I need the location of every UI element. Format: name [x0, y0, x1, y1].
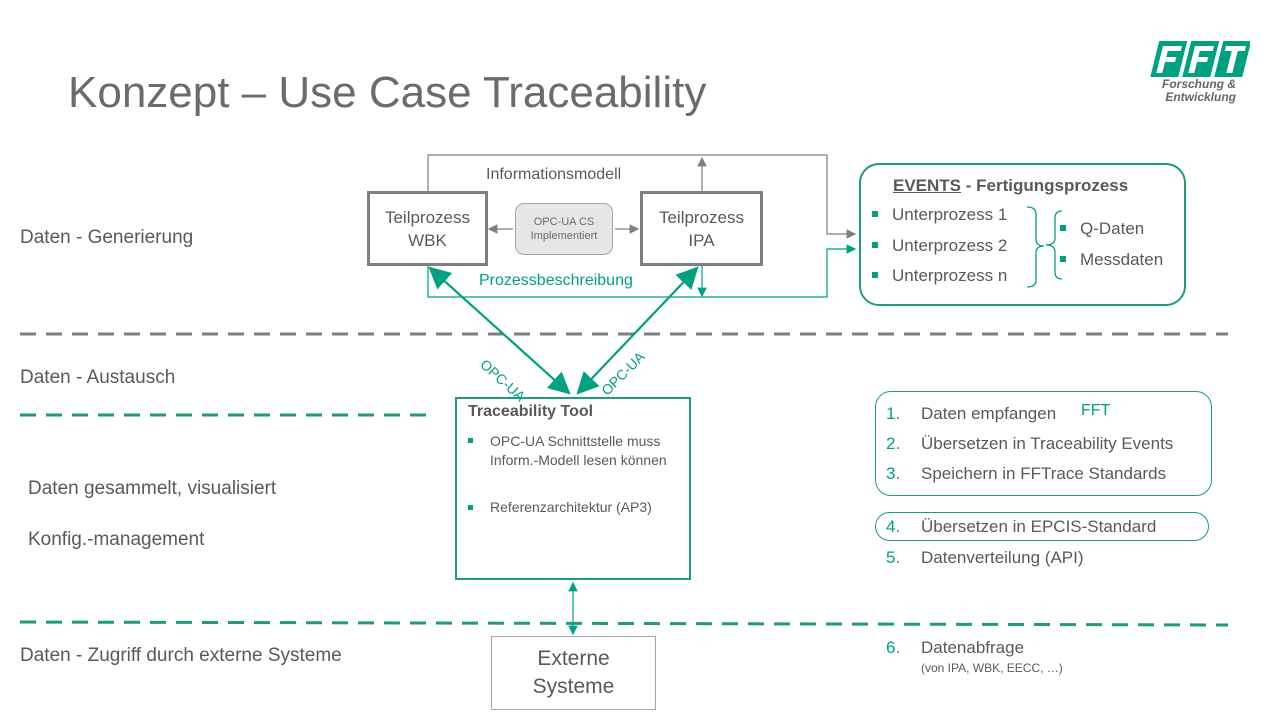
- wbk-line2: WBK: [408, 230, 447, 250]
- step-6-num: 6.: [886, 638, 901, 657]
- fft-tag: FFT: [1081, 402, 1111, 419]
- opc-ua-cs-box: OPC-UA CS Implementiert: [515, 203, 613, 255]
- externe-systeme-box: Externe Systeme: [491, 636, 656, 710]
- step-5-text: Datenverteilung (API): [921, 548, 1084, 567]
- separator-dashed-green-bottom: [19, 620, 1229, 627]
- layer-zugriff: Daten - Zugriff durch externe Systeme: [20, 645, 342, 666]
- events-data-1: Q-Daten: [1060, 219, 1144, 239]
- layer-gesammelt: Daten gesammelt, visualisiert: [28, 478, 277, 499]
- step-1-text: Daten empfangen: [921, 404, 1057, 423]
- step-2-num: 2.: [886, 434, 901, 453]
- bullet-icon: [872, 271, 878, 278]
- step-2-text: Übersetzen in Traceability Events: [921, 434, 1174, 453]
- events-sub-1-text: Unterprozess 1: [892, 205, 1008, 224]
- events-data-1-text: Q-Daten: [1080, 219, 1145, 238]
- layer-austausch: Daten - Austausch: [20, 367, 176, 388]
- step-3-text: Speichern in FFTrace Standards: [921, 464, 1167, 483]
- logo-subtitle-line2: Entwicklung: [1165, 90, 1236, 104]
- events-box: [859, 163, 1186, 306]
- events-title-bold: EVENTS: [893, 176, 962, 195]
- bullet-icon: [872, 210, 878, 217]
- tool-item-2: Referenzarchitektur (AP3): [490, 499, 652, 515]
- step-4-text: Übersetzen in EPCIS-Standard: [921, 517, 1157, 536]
- brace-left: [1045, 210, 1063, 280]
- opc-box-line1: OPC-UA CS: [533, 216, 595, 228]
- bullet-icon: [468, 438, 473, 443]
- opc-ua-left-arrow: [428, 266, 571, 395]
- bullet-icon: [1060, 255, 1066, 262]
- step-5-num: 5.: [886, 548, 901, 567]
- step-6-text: Datenabfrage: [921, 638, 1025, 657]
- events-sub-1: Unterprozess 1: [872, 205, 1007, 225]
- informationsmodell-label: Informationsmodell: [486, 166, 622, 183]
- events-sub-2-text: Unterprozess 2: [892, 236, 1008, 255]
- step-6-sub: (von IPA, WBK, EECC, …): [921, 661, 1063, 675]
- events-title: EVENTS - Fertigungsprozess: [893, 176, 1128, 196]
- events-data-2-text: Messdaten: [1080, 250, 1164, 269]
- brace-right: [1026, 206, 1045, 288]
- traceability-tool-title: Traceability Tool: [468, 403, 594, 420]
- events-sub-3-text: Unterprozess n: [892, 266, 1008, 285]
- traceability-tool-box: [455, 397, 691, 580]
- opc-ua-right-arrow: [576, 266, 699, 395]
- logo-subtitle: Forschung & Entwicklung: [1136, 78, 1236, 104]
- layer-konfig: Konfig.-management: [28, 529, 205, 550]
- externe-line2: Systeme: [532, 675, 615, 698]
- events-sub-2: Unterprozess 2: [872, 236, 1007, 256]
- prozessbeschreibung-line: [427, 244, 857, 298]
- bullet-icon: [1060, 224, 1066, 231]
- events-title-rest: - Fertigungsprozess: [961, 176, 1129, 195]
- teilprozess-ipa-box: Teilprozess IPA: [640, 191, 763, 266]
- steps-box-1-3: [875, 391, 1212, 496]
- step-4-num: 4.: [886, 517, 901, 536]
- fft-logo: [1150, 41, 1250, 77]
- informationsmodell-line: [427, 154, 857, 239]
- steps-box-4: [875, 512, 1209, 541]
- logo-subtitle-line1: Forschung &: [1162, 77, 1236, 91]
- ipa-line1: Teilprozess: [658, 207, 745, 227]
- events-sub-3: Unterprozess n: [872, 266, 1007, 286]
- page-title: Konzept – Use Case Traceability: [68, 68, 707, 117]
- wbk-line1: Teilprozess: [384, 207, 471, 227]
- step-3-num: 3.: [886, 464, 901, 483]
- bullet-icon: [872, 241, 878, 248]
- teilprozess-wbk-box: Teilprozess WBK: [367, 191, 488, 266]
- externe-line1: Externe: [537, 647, 610, 670]
- events-data-2: Messdaten: [1060, 250, 1163, 270]
- tool-item-1: OPC-UA Schnittstelle muss Inform.-Modell…: [490, 433, 667, 468]
- prozessbeschreibung-label: Prozessbeschreibung: [479, 272, 633, 289]
- step-1-num: 1.: [886, 404, 901, 423]
- ipa-line2: IPA: [688, 230, 715, 250]
- layer-generierung: Daten - Generierung: [20, 227, 194, 248]
- opc-box-line2: Implementiert: [530, 230, 598, 242]
- bullet-icon: [468, 505, 473, 510]
